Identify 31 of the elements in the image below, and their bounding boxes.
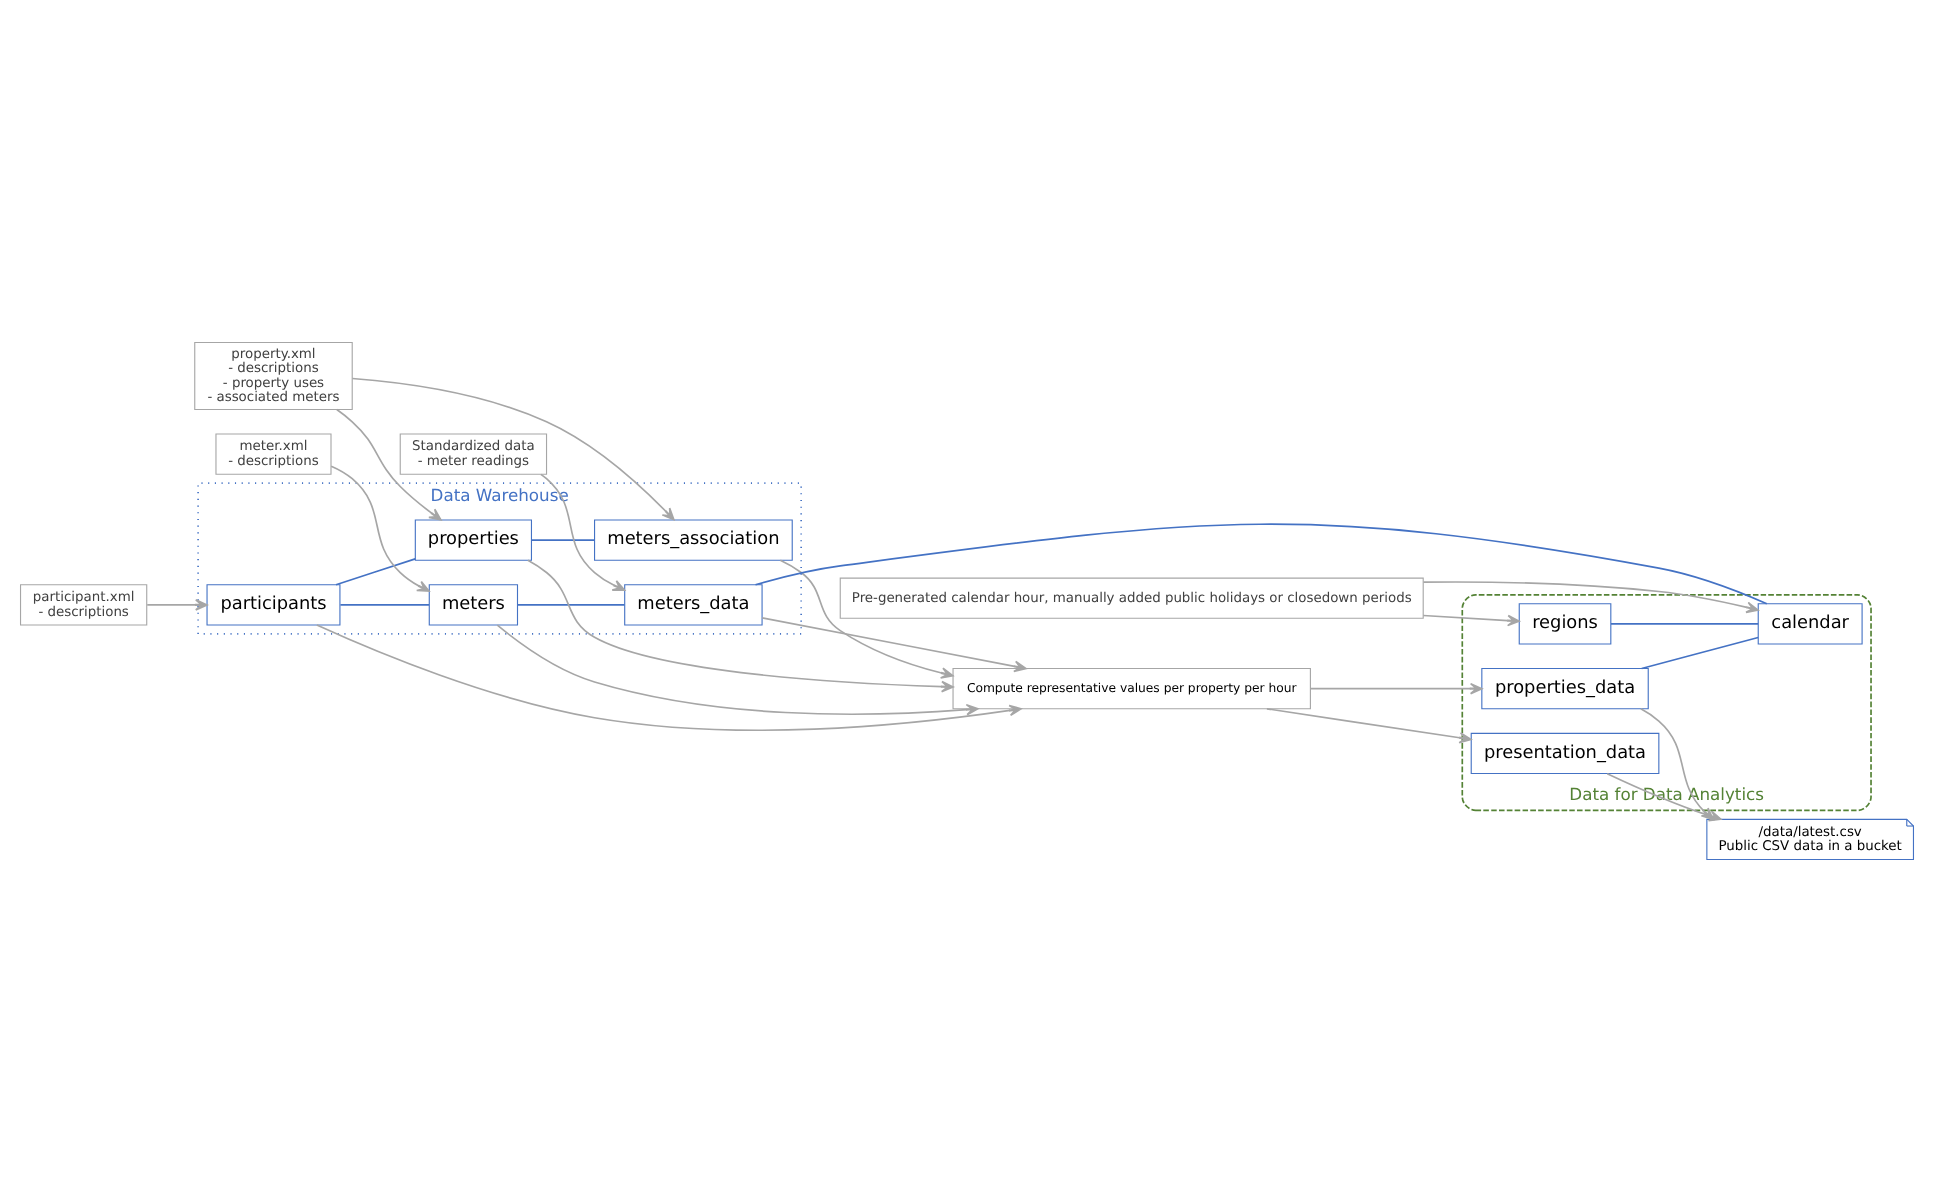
arrow [527,559,954,693]
connector [335,558,417,586]
arrow [146,599,208,611]
arrow [779,559,954,679]
connector [516,604,626,606]
node-box: regions [1518,603,1612,645]
connector [530,539,595,541]
connector [754,523,1768,605]
arrow [1422,581,1759,614]
arrow [1309,682,1483,695]
arrow [335,408,442,521]
arrow [316,624,1022,731]
arrow [540,473,626,591]
connector [339,604,430,606]
node-box: properties [414,519,532,561]
connector [1610,623,1759,625]
node-box: meters [428,584,519,626]
node-box: meters_association [594,519,793,561]
arrow [496,624,979,716]
connector [1640,636,1759,670]
node-box: properties_data [1481,668,1649,710]
node-box: presentation_data [1470,732,1660,775]
node-box: calendar [1757,603,1863,645]
arrow [1266,707,1472,744]
node-box: meters_data [624,584,763,626]
node-box: participants [206,584,341,626]
arrow [351,377,675,521]
arrow [1640,708,1714,821]
arrow [330,465,430,592]
arrow [1422,614,1520,627]
arrow [761,617,1027,673]
